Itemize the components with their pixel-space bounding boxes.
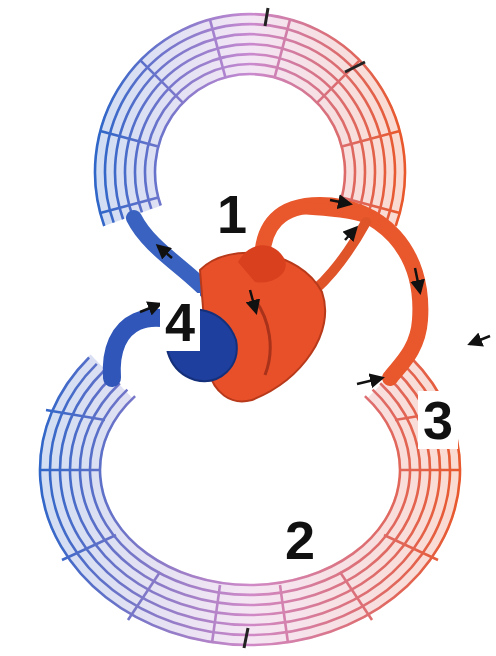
callout-number: 1	[212, 185, 252, 243]
callout-number: 4	[160, 293, 200, 351]
flow-arrows	[140, 200, 490, 384]
callout-number: 2	[280, 511, 320, 569]
callout-number: 3	[418, 391, 458, 449]
